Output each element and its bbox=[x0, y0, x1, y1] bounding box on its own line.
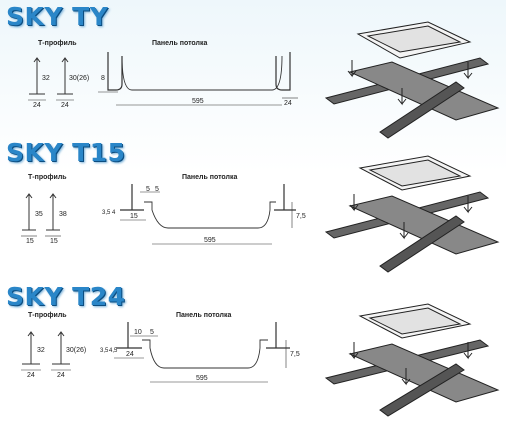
section-sky-ty: SKY TY Т-профиль Панель потолка 32 30(26… bbox=[0, 0, 506, 142]
ceiling-panel-label: Панель потолка bbox=[176, 312, 232, 319]
profile-width-dim: 24 bbox=[27, 372, 35, 379]
t-profile-icon bbox=[21, 331, 71, 371]
left-width-dim: 15 bbox=[130, 213, 138, 220]
t-profile-label: Т-профиль bbox=[28, 312, 67, 319]
panel-cross-section bbox=[114, 322, 290, 383]
step-dim: 5 bbox=[155, 186, 159, 193]
panel-width-dim: 595 bbox=[204, 237, 216, 244]
profile-height-dim: 35 bbox=[35, 211, 43, 218]
profile-height-dim: 38 bbox=[59, 211, 67, 218]
panel-cross-section bbox=[120, 184, 296, 245]
profile-width-dim: 24 bbox=[57, 372, 65, 379]
t-profile-label: Т-профиль bbox=[28, 174, 67, 181]
panel-width-dim: 595 bbox=[196, 375, 208, 382]
section-title: SKY TY bbox=[6, 2, 109, 31]
profile-height-dim: 30(26) bbox=[69, 75, 89, 82]
section-sky-t24: SKY T24 Т-профиль Панель потолка 32 30(2… bbox=[0, 280, 506, 422]
left-height-dim: 4,5 bbox=[109, 348, 118, 354]
section-title: SKY T15 bbox=[6, 138, 126, 167]
profile-width-dim: 15 bbox=[26, 238, 34, 245]
t-profile-label: Т-профиль bbox=[38, 40, 77, 47]
section-drawings: 32 30(26) 24 24 8 595 24 bbox=[28, 21, 500, 139]
ceiling-grid-illustration bbox=[324, 303, 500, 417]
t-profile-icon bbox=[28, 57, 74, 101]
step-dim: 10 bbox=[134, 329, 142, 336]
step-dim: 5 bbox=[146, 186, 150, 193]
left-height-dim: 3,5 bbox=[102, 210, 111, 216]
right-height-dim: 7,5 bbox=[296, 213, 306, 220]
ceiling-grid-illustration bbox=[324, 21, 500, 139]
ceiling-panel-label: Панель потолка bbox=[152, 40, 208, 47]
panel-width-dim: 595 bbox=[192, 98, 204, 105]
section-drawings: 32 30(26) 24 24 10 5 24 3,5 4,5 595 7,5 bbox=[21, 303, 500, 417]
profile-height-dim: 32 bbox=[37, 347, 45, 354]
profile-height-dim: 32 bbox=[42, 75, 50, 82]
profile-height-dim: 30(26) bbox=[66, 347, 86, 354]
left-width-dim: 24 bbox=[126, 351, 134, 358]
profile-width-dim: 24 bbox=[61, 102, 69, 109]
section-title: SKY T24 bbox=[6, 282, 126, 311]
left-height-dim: 4 bbox=[112, 210, 116, 216]
left-height-dim: 3,5 bbox=[100, 348, 109, 354]
right-height-dim: 7,5 bbox=[290, 351, 300, 358]
t-profile-icon bbox=[21, 193, 61, 237]
profile-width-dim: 15 bbox=[50, 238, 58, 245]
edge-width-dim: 24 bbox=[284, 100, 292, 107]
edge-height-dim: 8 bbox=[101, 75, 105, 82]
section-sky-t15: SKY T15 Т-профиль Панель потолка 35 38 1… bbox=[0, 136, 506, 278]
profile-width-dim: 24 bbox=[33, 102, 41, 109]
section-drawings: 35 38 15 15 5 5 15 3,5 4 595 7,5 bbox=[21, 155, 500, 273]
step-dim: 5 bbox=[150, 329, 154, 336]
ceiling-grid-illustration bbox=[324, 155, 500, 273]
panel-cross-section bbox=[98, 52, 298, 106]
ceiling-panel-label: Панель потолка bbox=[182, 174, 238, 181]
